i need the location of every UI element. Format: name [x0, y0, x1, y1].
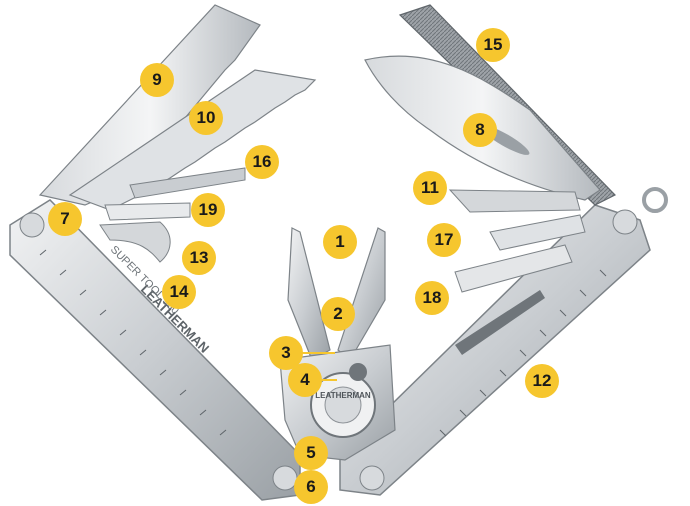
callout-15: 15 [476, 28, 510, 62]
callout-14: 14 [162, 275, 196, 309]
tool-18 [454, 244, 573, 293]
pivot-screw [349, 363, 367, 381]
pivot-brand-engraving: LEATHERMAN [315, 391, 371, 400]
callout-10: 10 [189, 101, 223, 135]
tool-19 [104, 202, 191, 221]
pliers-right-jaw [337, 227, 386, 361]
callout-6: 6 [294, 470, 328, 504]
callout-12: 12 [525, 364, 559, 398]
left-ruler-ticks [39, 249, 227, 436]
callout-19: 19 [191, 193, 225, 227]
tool-17 [489, 214, 586, 251]
right-handle-slot [455, 290, 545, 355]
callout-11: 11 [413, 171, 447, 205]
saw-blade [68, 69, 317, 211]
screwdriver-16 [129, 167, 246, 199]
right-pivot-cap [612, 209, 638, 235]
callout-4: 4 [288, 363, 322, 397]
callout-16: 16 [245, 145, 279, 179]
pivot-center [324, 386, 362, 424]
lanyard-ring [642, 187, 668, 213]
callout-13: 13 [182, 241, 216, 275]
callout-9: 9 [140, 63, 174, 97]
callout-2: 2 [321, 297, 355, 331]
callout-17: 17 [427, 223, 461, 257]
left-pivot-cap [19, 212, 45, 238]
right-ruler-ticks [439, 269, 607, 437]
callout-5: 5 [294, 436, 328, 470]
callout-7: 7 [48, 202, 82, 236]
hook-tool [99, 221, 171, 263]
tool-11 [448, 189, 581, 213]
callout-18: 18 [415, 281, 449, 315]
callout-3: 3 [269, 336, 303, 370]
right-bottom-cap [359, 465, 385, 491]
callout-1: 1 [323, 225, 357, 259]
callout-8: 8 [463, 113, 497, 147]
